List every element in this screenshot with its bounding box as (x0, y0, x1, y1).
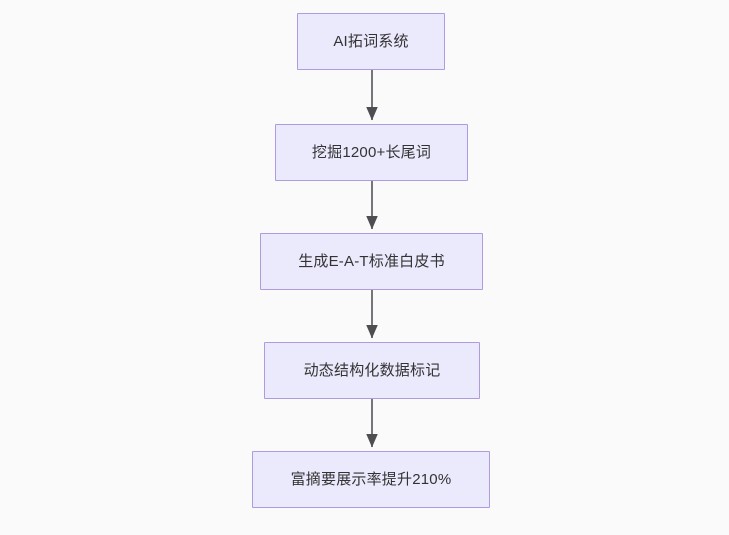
flow-node-dynamic-structured-data-markup[interactable]: 动态结构化数据标记 (264, 342, 480, 399)
flow-node-ai-keyword-system[interactable]: AI拓词系统 (297, 13, 445, 70)
flow-node-mine-longtail-keywords[interactable]: 挖掘1200+长尾词 (275, 124, 468, 181)
flow-node-generate-eat-whitepaper[interactable]: 生成E-A-T标准白皮书 (260, 233, 483, 290)
flow-node-label: 生成E-A-T标准白皮书 (298, 252, 445, 270)
flow-node-label: 挖掘1200+长尾词 (311, 143, 432, 161)
flow-node-label: 富摘要展示率提升210% (290, 470, 452, 488)
flow-node-label: 动态结构化数据标记 (303, 361, 441, 379)
flow-node-label: AI拓词系统 (333, 32, 409, 50)
flow-node-rich-snippet-rate-increase[interactable]: 富摘要展示率提升210% (252, 451, 490, 508)
